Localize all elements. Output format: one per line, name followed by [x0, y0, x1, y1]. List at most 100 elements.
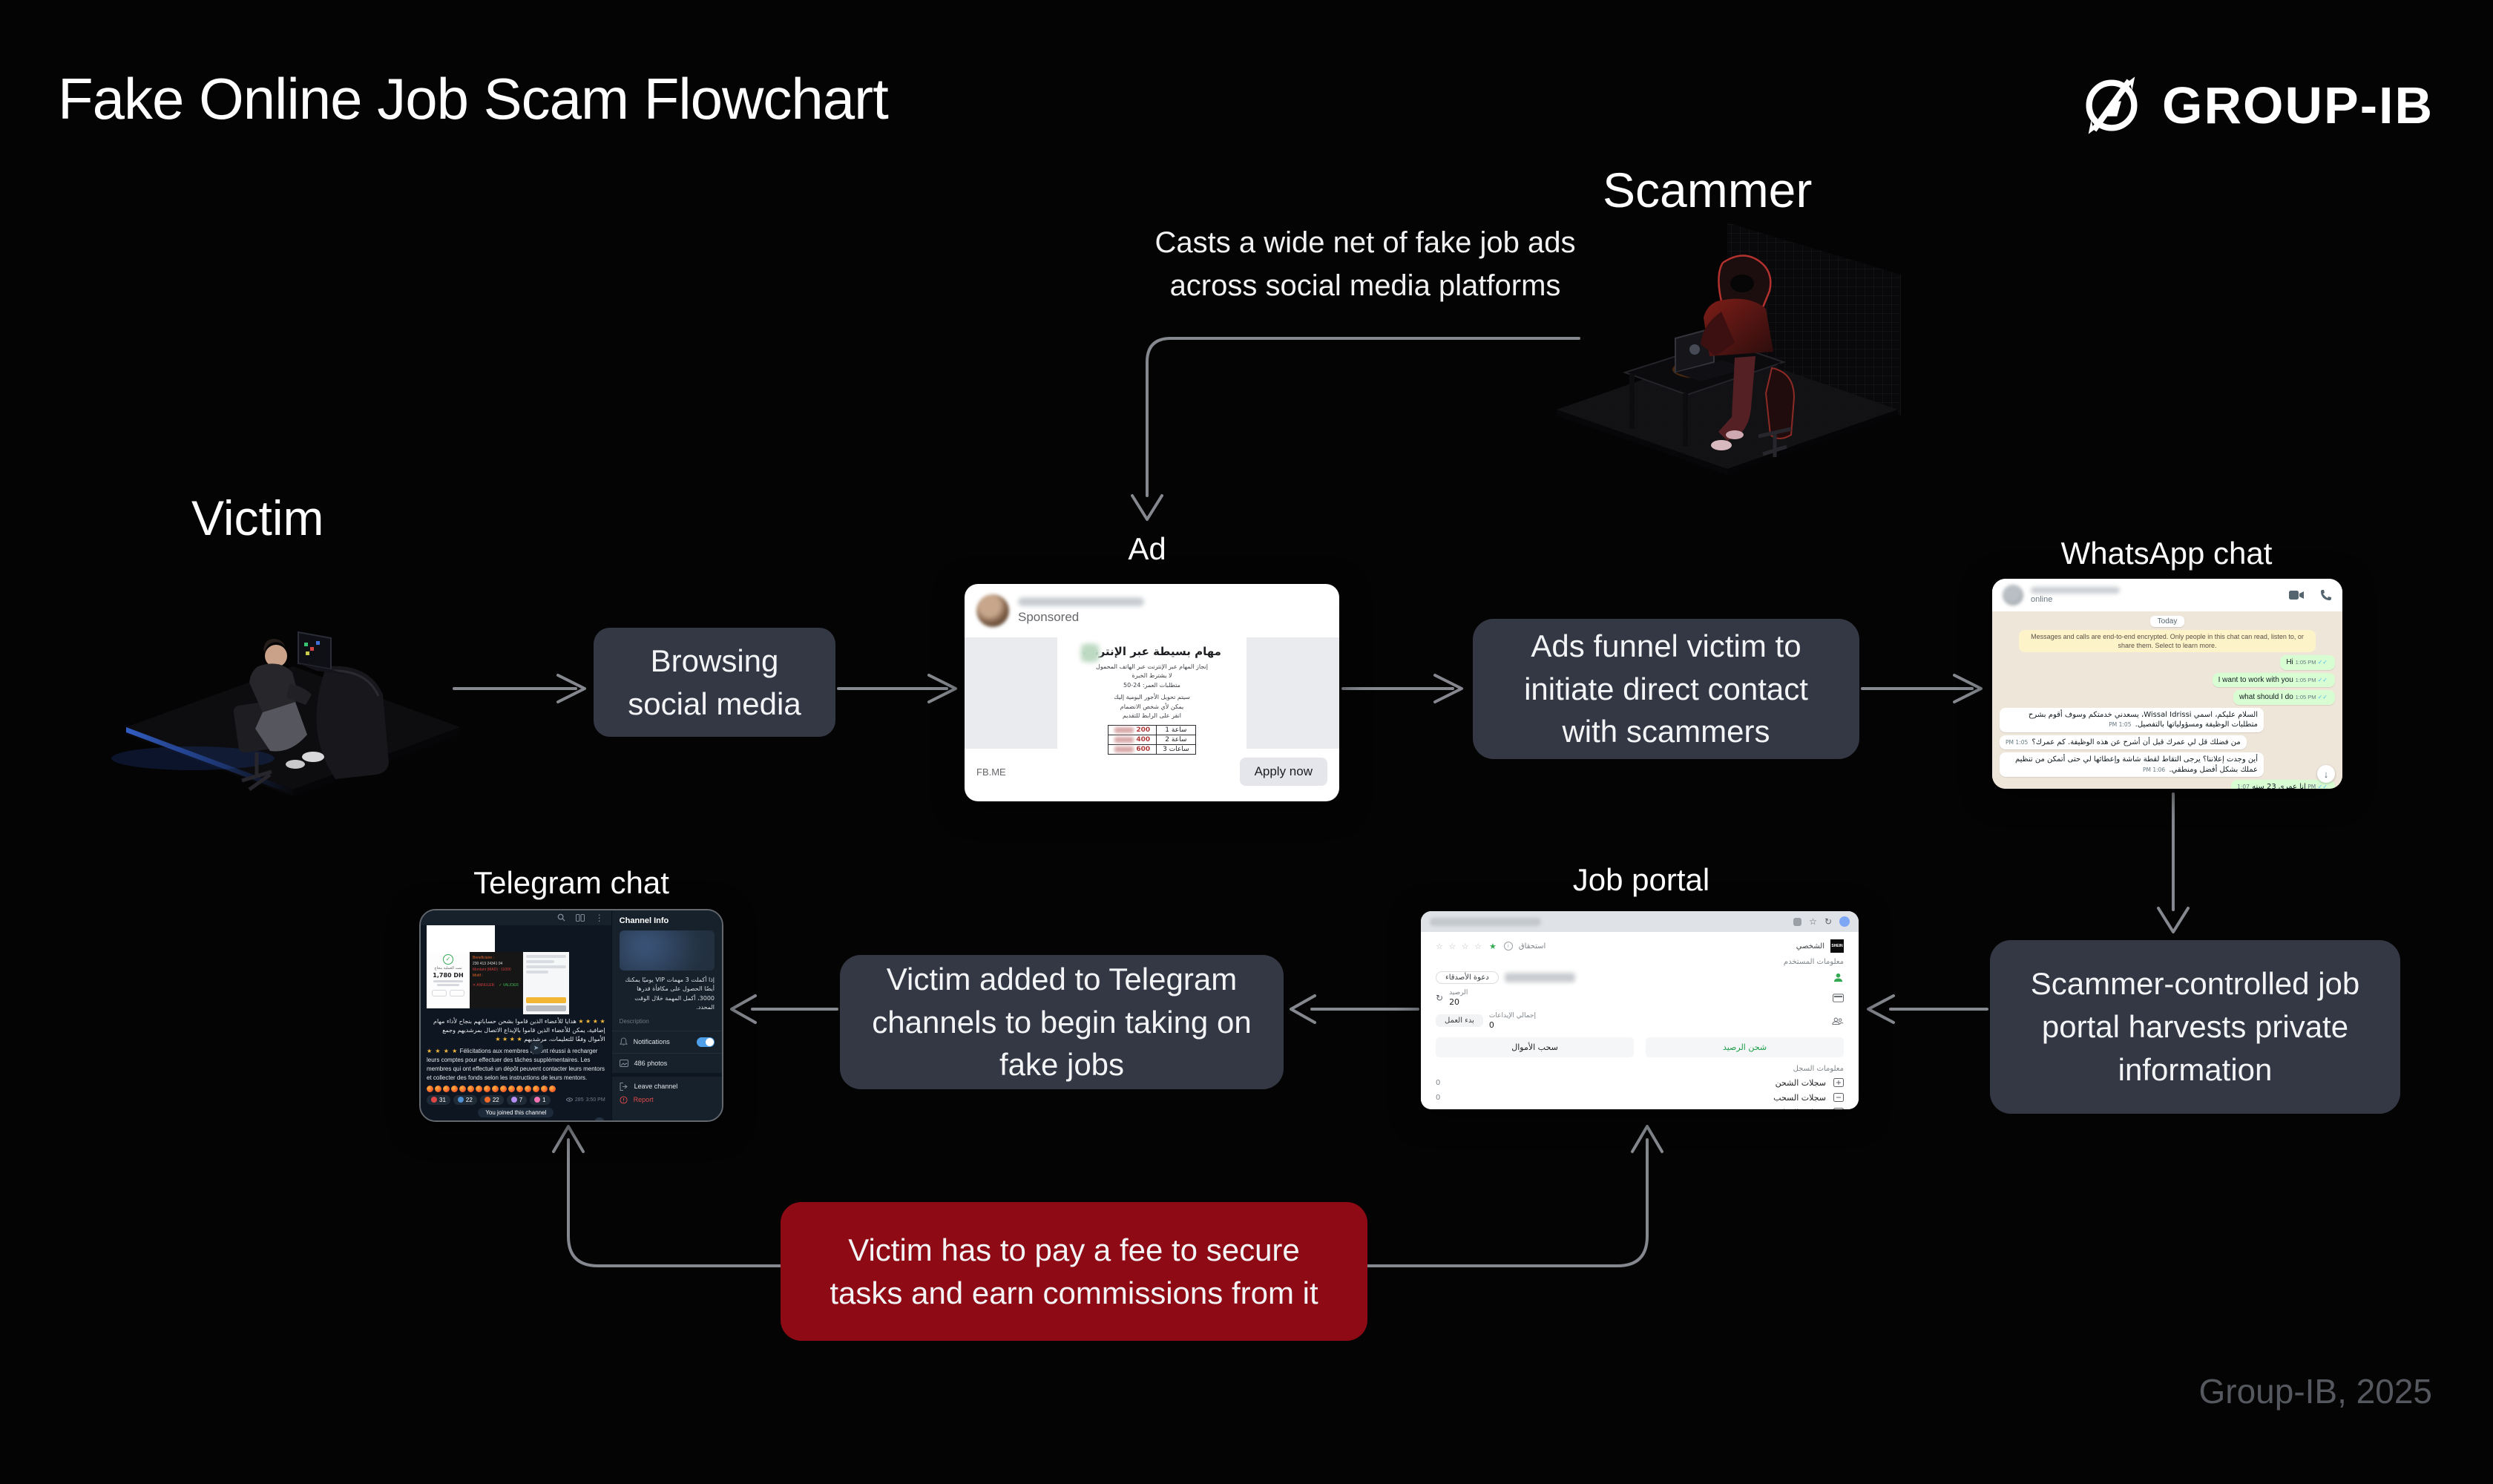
refresh-balance-icon[interactable]: ↻	[1436, 992, 1444, 1003]
arrow-funnel-to-whatsapp	[1861, 674, 1983, 703]
message-meta: 285 3:50 PM	[565, 1097, 605, 1103]
apply-now-button[interactable]: Apply now	[1239, 758, 1327, 786]
recharge-balance-button[interactable]: شحن الرصيد	[1646, 1037, 1844, 1057]
reaction-pill[interactable]: 22	[479, 1094, 504, 1105]
green-star-icon: ★	[1488, 941, 1498, 951]
ad-card-window: Sponsored مهام بسيطة عبر الإنترنت إنجاز …	[965, 584, 1339, 801]
record-row[interactable]: سجلات السحب 0	[1436, 1093, 1844, 1103]
reaction-pill[interactable]: 1	[530, 1094, 551, 1105]
page-title: Fake Online Job Scam Flowchart	[58, 66, 889, 131]
whatsapp-header: online	[1992, 579, 2342, 611]
pay-account: 230 413 24341 04	[473, 961, 503, 966]
reactions-row: 31 22 22 7 1 285 3:50 PM	[427, 1094, 605, 1105]
whatsapp-window: online Today Messages and calls are end-…	[1992, 579, 2342, 789]
ad-sponsored-label: Sponsored	[1018, 609, 1080, 624]
report-row[interactable]: Report	[620, 1096, 715, 1104]
arrow-added-to-telegram	[730, 994, 838, 1024]
incoming-message: من فضلك قل لي عمرك قبل أن أشرح عن هذه ال…	[2000, 735, 2247, 750]
outgoing-message: what should I do 1:05 PM ✓✓	[2233, 690, 2335, 705]
whatsapp-contact-avatar[interactable]	[2003, 585, 2023, 605]
user-info-heading: معلومات المستخدم	[1783, 958, 1844, 966]
record-row[interactable]: سجلات العمل 0	[1436, 1108, 1844, 1109]
views-eye-icon	[565, 1097, 573, 1102]
blurred-username	[1504, 973, 1575, 982]
telegram-window: ⋮ ✓ تمت العملية بنجاح 1,780 DH	[419, 909, 723, 1122]
blurred-channel-avatar	[619, 930, 715, 971]
record-row[interactable]: سجلات الشحن 0	[1436, 1078, 1844, 1088]
columns-icon[interactable]	[575, 913, 585, 922]
leave-channel-row[interactable]: Leave channel	[620, 1082, 715, 1091]
voice-call-icon[interactable]	[2320, 589, 2332, 601]
flyer-pay-table: ساعة 1 200 ساعة 2 400 ساعات 3 600	[1108, 725, 1196, 755]
victim-label: Victim	[191, 490, 324, 545]
flyer-title: مهام بسيطة عبر الإنترنت	[1083, 645, 1221, 658]
pay-amount: 600	[1108, 744, 1157, 755]
reaction-pill[interactable]: 22	[453, 1094, 477, 1105]
reaction-pill[interactable]: 31	[427, 1094, 450, 1105]
leave-icon	[620, 1082, 628, 1091]
browser-profile-avatar[interactable]	[1839, 916, 1850, 927]
payment-receipt-panel: ✓ تمت العملية بنجاح 1,780 DH	[427, 951, 470, 1008]
blurred-url-bar[interactable]	[1430, 917, 1541, 926]
date-pill: Today	[2149, 616, 2185, 627]
work-records-icon	[1833, 1108, 1844, 1109]
channel-info-title: Channel Info	[619, 916, 669, 925]
arrow-ad-to-funnel	[1341, 674, 1463, 703]
flyer-line: سيتم تحويل الأجور اليومية إليك	[1114, 694, 1190, 701]
scroll-down-button[interactable]: ↓	[2317, 765, 2335, 783]
cancel-button[interactable]: ✕ ANNULER	[473, 982, 495, 988]
recharge-records-icon	[1833, 1078, 1844, 1088]
notifications-toggle[interactable]	[697, 1037, 715, 1047]
message-image-collage[interactable]: ✓ تمت العملية بنجاح 1,780 DH Beneficiair…	[427, 925, 605, 1014]
close-icon[interactable]: ✕	[594, 1117, 605, 1120]
validate-button[interactable]: ✓ VALIDER	[499, 982, 519, 988]
step-browsing-box: Browsing social media	[594, 628, 835, 737]
search-icon[interactable]	[557, 913, 565, 922]
star-emoji-row: ★ ★ ★ ★	[578, 1017, 605, 1025]
pay-beneficiaire: Beneficiaire :	[473, 955, 494, 960]
channel-message-arabic: ★ ★ ★ ★ هدايا للأعضاء الذين قاموا بشحن ح…	[433, 1017, 605, 1043]
confetti-icon	[534, 1097, 541, 1103]
form-secondary-bar	[526, 1005, 566, 1011]
ad-flyer: مهام بسيطة عبر الإنترنت إنجاز المهام عبر…	[1057, 637, 1246, 755]
invite-friends-pill[interactable]: دعوة الأصدقاء	[1436, 971, 1499, 984]
browser-chrome: ☆ ↻	[1421, 911, 1859, 932]
ad-destination-link[interactable]: FB.ME	[976, 766, 1006, 778]
extension-icon[interactable]	[1793, 917, 1802, 926]
outgoing-message: Hi 1:05 PM ✓✓	[2280, 655, 2335, 670]
user-icon	[1833, 973, 1843, 982]
bookmark-star-icon[interactable]: ☆	[1809, 916, 1817, 927]
fire-icon	[484, 1097, 490, 1103]
profile-tab-label[interactable]: الشخصي	[1796, 942, 1824, 951]
grade-label: استحقاق	[1518, 942, 1546, 951]
read-receipt-icon: ✓✓	[2317, 676, 2328, 683]
joined-channel-pill: You joined this channel	[478, 1107, 554, 1117]
heart-icon	[431, 1097, 437, 1103]
refresh-icon[interactable]: ↻	[1824, 916, 1832, 927]
deposits-label: إجمالي الإيداعات	[1488, 1011, 1536, 1020]
channel-message-french: ★ ★ ★ ★ Félicitations aux membres qui on…	[427, 1047, 605, 1081]
collage-white-block	[427, 925, 495, 952]
info-icon[interactable]: i	[1503, 942, 1513, 951]
redacted-currency	[1114, 746, 1134, 752]
arrow-scammer-to-ad	[1131, 337, 1580, 521]
receipt-status: تمت العملية بنجاح	[434, 965, 462, 971]
pay-hours: ساعة 2	[1156, 735, 1196, 746]
scammer-label: Scammer	[1603, 162, 1813, 217]
video-call-icon[interactable]	[2289, 590, 2304, 600]
photos-row[interactable]: 486 photos	[619, 1059, 715, 1067]
reaction-pill[interactable]: 7	[506, 1094, 528, 1105]
notifications-row[interactable]: Notifications	[619, 1037, 715, 1047]
encryption-notice[interactable]: Messages and calls are end-to-end encryp…	[2019, 630, 2316, 653]
withdraw-money-button[interactable]: سحب الأموال	[1436, 1037, 1634, 1057]
flyer-line: يمكن لأي شخص الانضمام	[1120, 703, 1184, 710]
transfer-details-panel: Beneficiaire : 230 413 24341 04 Montant …	[470, 951, 523, 1008]
flyer-logo-icon	[1080, 643, 1100, 663]
start-work-button[interactable]: بدء العمل	[1436, 1014, 1483, 1028]
brand-wordmark: GROUP-IB	[2162, 76, 2434, 134]
menu-kebab-icon[interactable]: ⋮	[594, 912, 604, 923]
share-forward-icon[interactable]: ➤	[529, 1041, 543, 1054]
description-label: Description	[619, 1017, 649, 1025]
